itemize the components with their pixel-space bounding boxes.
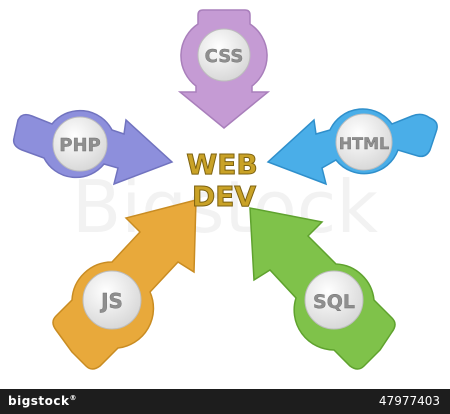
brand-logo: bigstock® xyxy=(8,394,77,408)
css-arrow: CSS xyxy=(177,9,271,129)
php-arrow: PHP xyxy=(12,109,174,186)
center-line1: WEB xyxy=(186,148,257,181)
js-label: JS xyxy=(99,289,123,313)
css-label: CSS xyxy=(205,46,244,67)
sql-label: SQL xyxy=(313,291,355,313)
center-line2: DEV xyxy=(192,180,256,213)
php-label: PHP xyxy=(59,135,100,156)
sql-arrow: SQL xyxy=(249,207,396,370)
html-arrow: HTML xyxy=(266,108,438,186)
center-title: WEB DEV xyxy=(186,148,258,214)
watermark-footer: bigstock® 47977403 xyxy=(0,389,450,414)
js-arrow: JS xyxy=(52,199,197,370)
image-number: 47977403 xyxy=(378,394,440,408)
html-label: HTML xyxy=(339,134,389,153)
registered-mark: ® xyxy=(69,394,78,402)
brand-name: bigstock xyxy=(8,394,70,408)
